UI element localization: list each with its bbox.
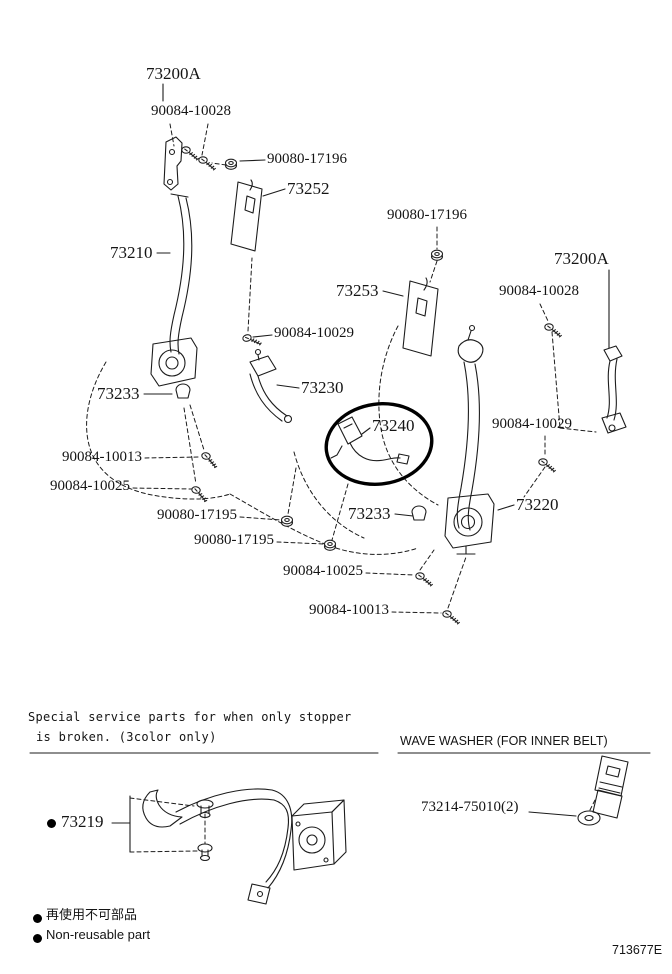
screw-icon [189, 485, 210, 503]
legend-bullet-icon [33, 934, 42, 943]
part-label-90084-10013-left: 90084-10013 [62, 449, 142, 465]
wave-washer-drawing [577, 755, 629, 826]
part-label-90084-10029-left: 90084-10029 [274, 325, 354, 341]
part-label-73220: 73220 [516, 495, 559, 514]
fastener-icons [181, 146, 563, 625]
drawing-code: 713677E [612, 943, 663, 957]
screw-icon [181, 146, 200, 161]
outer-belt-73200a-right-drawing [601, 345, 627, 434]
screw-icon [198, 156, 217, 171]
part-label-73252: 73252 [287, 179, 330, 198]
special-service-note-line1: Special service parts for when only stop… [28, 710, 352, 724]
part-label-73214-75010: 73214-75010(2) [421, 799, 519, 815]
special-service-part-drawing [142, 788, 347, 905]
screw-icon [415, 572, 434, 587]
anchor-cover-73233-left-drawing [175, 383, 191, 399]
seat-outline-dashed [86, 325, 439, 555]
part-label-90080-17196-left: 90080-17196 [267, 151, 347, 167]
part-label-90084-10025-left: 90084-10025 [50, 478, 130, 494]
part-label-73253: 73253 [336, 281, 379, 300]
belt-guide-73230-drawing [249, 348, 293, 424]
part-label-73200a-left: 73200A [146, 64, 201, 83]
part-label-90080-17195-lower: 90080-17195 [194, 532, 274, 548]
highlight-circle-73240 [324, 402, 434, 486]
part-label-73210: 73210 [110, 243, 153, 262]
leader-lines-dashed [129, 123, 597, 853]
nut-icon [224, 158, 238, 170]
part-label-90080-17195-upper: 90080-17195 [157, 507, 237, 523]
pillar-garnish-73252-drawing [230, 179, 263, 252]
legend-nonreusable-jp: 再使用不可部品 [46, 907, 138, 922]
nonreusable-bullet-icon [47, 819, 56, 828]
screw-icon [442, 610, 461, 625]
part-label-90084-10028-right: 90084-10028 [499, 283, 579, 299]
leader-lines-solid [111, 83, 610, 853]
left-belt-assembly-drawing [150, 136, 198, 387]
part-label-73233-left: 73233 [97, 384, 140, 403]
part-label-73233-right: 73233 [348, 504, 391, 523]
wave-washer-title: WAVE WASHER (FOR INNER BELT) [400, 734, 608, 748]
screw-icon [538, 458, 557, 473]
nut-icon [280, 515, 294, 527]
screw-icon [199, 451, 220, 469]
part-label-90084-10025-right: 90084-10025 [283, 563, 363, 579]
screw-icon [241, 331, 263, 350]
pillar-garnish-73253-drawing [402, 277, 439, 357]
right-belt-assembly-drawing [444, 324, 495, 555]
legend-nonreusable-en: Non-reusable part [46, 927, 151, 942]
part-label-73230: 73230 [301, 378, 344, 397]
anchor-cover-73233-right-drawing [411, 505, 427, 521]
special-service-note-line2: is broken. (3color only) [36, 730, 217, 744]
part-label-90084-10013-right: 90084-10013 [309, 602, 389, 618]
part-label-73240: 73240 [372, 416, 415, 435]
part-label-90084-10029-right: 90084-10029 [492, 416, 572, 432]
part-label-73200a-right: 73200A [554, 249, 609, 268]
part-label-90080-17196-mid: 90080-17196 [387, 207, 467, 223]
nut-icon [430, 249, 444, 261]
part-label-90084-10028-left: 90084-10028 [151, 103, 231, 119]
legend-bullet-icon [33, 914, 42, 923]
part-label-73219: 73219 [61, 812, 104, 831]
buckle-73240-drawing [330, 416, 410, 465]
screw-icon [544, 323, 563, 338]
nut-icon [323, 539, 337, 551]
